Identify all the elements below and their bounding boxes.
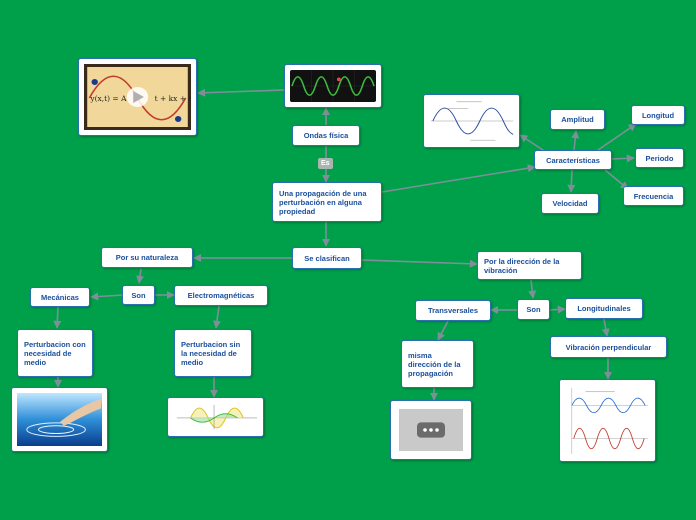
mecanicas-desc-node[interactable]: Perturbacion con necesidad de medio bbox=[17, 329, 93, 377]
longitudinales-node[interactable]: Longitudinales bbox=[565, 298, 643, 319]
son-left-node[interactable]: Son bbox=[122, 285, 155, 305]
vibracion-perp-node[interactable]: Vibración perpendicular bbox=[550, 336, 667, 358]
electro-desc-label: Perturbacion sin la necesidad de medio bbox=[181, 340, 245, 367]
definition-node[interactable]: Una propagación de una perturbación en a… bbox=[272, 182, 382, 222]
ondas-fisica-node[interactable]: Ondas física bbox=[292, 125, 360, 146]
sine-wave-graph-icon bbox=[427, 98, 516, 144]
ondas-fisica-label: Ondas física bbox=[304, 131, 349, 140]
por-direccion-node[interactable]: Por la dirección de la vibración bbox=[477, 251, 582, 280]
electromagnetic-wave-icon bbox=[171, 401, 260, 433]
play-video-icon[interactable]: y(x,t) = A t + kx + δ) bbox=[84, 64, 191, 130]
caracteristicas-label: Características bbox=[546, 156, 600, 165]
wave-comparison-icon bbox=[564, 384, 651, 457]
amplitud-node[interactable]: Amplitud bbox=[550, 109, 605, 130]
por-direccion-label: Por la dirección de la vibración bbox=[484, 257, 575, 275]
oscilloscope-wave-icon bbox=[290, 70, 376, 102]
transversal-desc-node[interactable]: misma dirección de la propagación bbox=[401, 340, 474, 388]
svg-text:y(x,t) = A: y(x,t) = A bbox=[89, 94, 127, 103]
amplitud-label: Amplitud bbox=[561, 115, 594, 124]
frecuencia-node[interactable]: Frecuencia bbox=[623, 186, 684, 206]
velocidad-node[interactable]: Velocidad bbox=[541, 193, 599, 214]
water-hand-image bbox=[11, 387, 108, 452]
transversales-label: Transversales bbox=[428, 306, 478, 315]
mecanicas-node[interactable]: Mecánicas bbox=[30, 287, 90, 307]
por-naturaleza-label: Por su naturaleza bbox=[116, 253, 179, 262]
caracteristicas-node[interactable]: Características bbox=[534, 150, 612, 170]
wave-comparison-image bbox=[559, 379, 656, 462]
son-right-label: Son bbox=[526, 305, 540, 314]
es-connector-label: Es bbox=[318, 158, 333, 169]
son-right-node[interactable]: Son bbox=[517, 299, 550, 320]
mecanicas-label: Mecánicas bbox=[41, 293, 79, 302]
em-wave-image bbox=[167, 397, 264, 437]
electromagneticas-node[interactable]: Electromagnéticas bbox=[174, 285, 268, 306]
mecanicas-desc-label: Perturbacion con necesidad de medio bbox=[24, 340, 86, 367]
longitud-label: Longitud bbox=[642, 111, 674, 120]
hand-in-water-icon bbox=[17, 393, 102, 446]
video-thumbnail-image[interactable]: y(x,t) = A t + kx + δ) bbox=[78, 58, 197, 136]
vibracion-perp-label: Vibración perpendicular bbox=[566, 343, 652, 352]
electro-desc-node[interactable]: Perturbacion sin la necesidad de medio bbox=[174, 329, 252, 377]
periodo-node[interactable]: Periodo bbox=[635, 148, 684, 168]
son-left-label: Son bbox=[131, 291, 145, 300]
transversales-node[interactable]: Transversales bbox=[415, 300, 491, 321]
ellipsis-icon bbox=[399, 409, 463, 451]
se-clasifican-node[interactable]: Se clasifican bbox=[292, 247, 362, 269]
se-clasifican-label: Se clasifican bbox=[304, 254, 349, 263]
periodo-label: Periodo bbox=[646, 154, 674, 163]
longitud-node[interactable]: Longitud bbox=[631, 105, 685, 125]
velocidad-label: Velocidad bbox=[552, 199, 587, 208]
electromagneticas-label: Electromagnéticas bbox=[188, 291, 255, 300]
svg-text:t + kx + δ): t + kx + δ) bbox=[155, 94, 191, 103]
ellipsis-image bbox=[390, 400, 472, 460]
transversal-desc-label: misma dirección de la propagación bbox=[408, 351, 467, 378]
definition-label: Una propagación de una perturbación en a… bbox=[279, 189, 375, 216]
por-naturaleza-node[interactable]: Por su naturaleza bbox=[101, 247, 193, 268]
frecuencia-label: Frecuencia bbox=[634, 192, 674, 201]
oscilloscope-image bbox=[284, 64, 382, 108]
longitudinales-label: Longitudinales bbox=[577, 304, 630, 313]
wave-graph-image bbox=[423, 94, 520, 148]
